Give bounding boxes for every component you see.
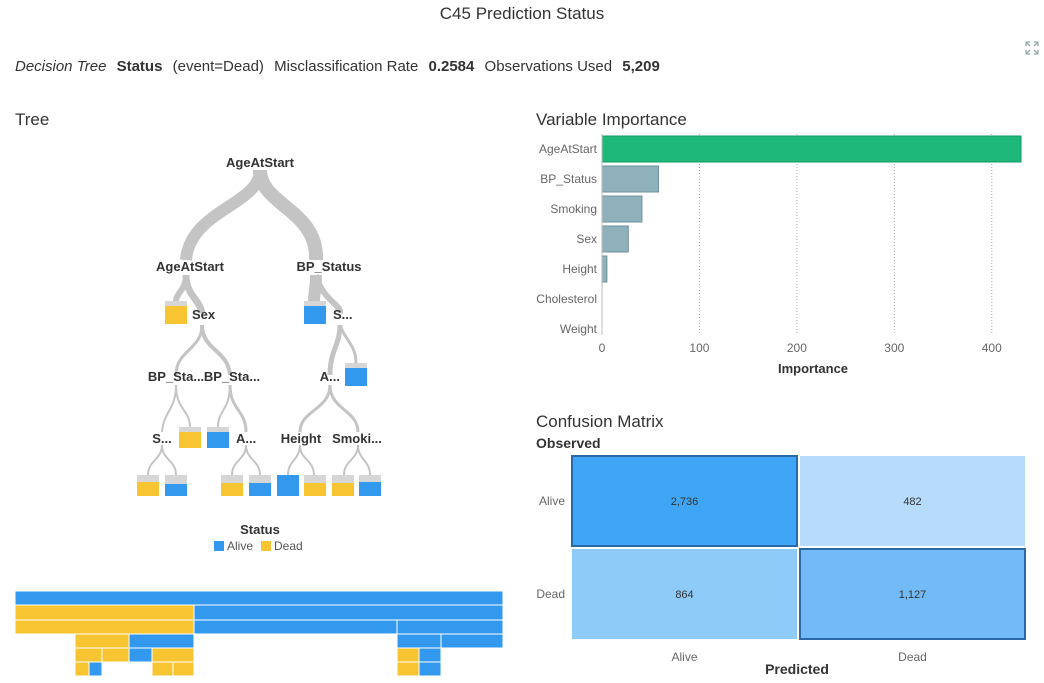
model-summary: Decision Tree Status (event=Dead) Miscla…	[15, 58, 666, 75]
vi-bar[interactable]	[601, 255, 608, 283]
leaf-alive	[345, 363, 367, 386]
cm-cell-value: 482	[903, 496, 921, 508]
legend-swatch-dead	[261, 541, 271, 551]
cm-col-label: Alive	[671, 650, 697, 664]
misclass-value: 0.2584	[428, 58, 475, 75]
event-level: (event=Dead)	[172, 58, 264, 75]
cm-observed-label: Observed	[536, 435, 601, 451]
maximize-icon[interactable]	[1022, 38, 1042, 58]
leaf-alive	[277, 475, 299, 496]
vi-category-label: AgeAtStart	[539, 142, 598, 156]
variable-importance-title: Variable Importance	[536, 110, 687, 129]
tree-title: Tree	[15, 110, 50, 129]
legend-label-alive: Alive	[227, 539, 253, 553]
obs-value: 5,209	[622, 58, 660, 75]
vi-category-label: Cholesterol	[536, 292, 597, 306]
tree-node-sex[interactable]: Sex	[192, 307, 216, 322]
legend-swatch-alive	[214, 541, 224, 551]
tree-node-height[interactable]: Height	[281, 431, 322, 446]
leaf-dead	[304, 475, 326, 496]
tree-node-s-right[interactable]: S...	[333, 307, 353, 322]
confusion-matrix-title: Confusion Matrix	[536, 412, 664, 431]
cm-cell[interactable]	[800, 456, 1025, 546]
obs-label: Observations Used	[484, 58, 613, 75]
legend-title: Status	[240, 522, 280, 537]
tree-node-bp-a[interactable]: BP_Sta...	[148, 369, 204, 384]
cm-cell[interactable]	[799, 548, 1026, 640]
vi-tick-label: 400	[982, 341, 1002, 355]
vi-category-label: BP_Status	[540, 172, 597, 186]
leaf-alive	[207, 427, 229, 448]
leaf-dead	[179, 427, 201, 448]
leaf-dead	[137, 475, 159, 496]
cm-col-label: Dead	[898, 650, 927, 664]
vi-bar[interactable]	[601, 195, 643, 223]
vi-tick-label: 200	[787, 341, 807, 355]
tree-node-l1-right[interactable]: BP_Status	[296, 259, 361, 274]
vi-x-axis-label: Importance	[778, 361, 848, 376]
leaf-dead	[221, 475, 243, 496]
tree-node-smoking[interactable]: Smoki...	[332, 431, 382, 446]
tree-node-a-mid[interactable]: A...	[236, 431, 256, 446]
cm-predicted-label: Predicted	[765, 661, 829, 677]
vi-category-label: Weight	[560, 322, 598, 336]
cm-cell[interactable]	[571, 455, 798, 547]
tree-node-s-left[interactable]: S...	[152, 431, 172, 446]
leaf-alive	[304, 301, 326, 324]
vi-bar[interactable]	[601, 135, 1022, 163]
vi-category-label: Height	[562, 262, 597, 276]
tree-node-bp-b[interactable]: BP_Sta...	[204, 369, 260, 384]
tree-node-l1-left[interactable]: AgeAtStart	[156, 259, 225, 274]
tree-legend: Status Alive Dead	[214, 522, 303, 553]
vi-tick-label: 100	[689, 341, 709, 355]
cm-row-label: Dead	[536, 587, 565, 601]
tree-node-a-right[interactable]: A...	[320, 369, 340, 384]
leaf-alive	[359, 475, 381, 496]
leaf-dead	[332, 475, 354, 496]
cm-row-label: Alive	[539, 494, 565, 508]
cm-cell-value: 864	[675, 589, 693, 601]
report-title: C45 Prediction Status	[439, 4, 605, 23]
vi-category-label: Sex	[576, 232, 597, 246]
vi-tick-label: 0	[599, 341, 606, 355]
cm-cell-value: 1,127	[899, 589, 927, 601]
legend-label-dead: Dead	[274, 539, 303, 553]
vi-bar[interactable]	[601, 165, 660, 193]
leaf-alive	[165, 475, 187, 496]
misclass-label: Misclassification Rate	[274, 58, 419, 75]
decision-tree[interactable]: AgeAtStart AgeAtStart BP_Status Sex S...…	[0, 135, 520, 565]
tree-leaves[interactable]	[137, 301, 381, 496]
vi-category-label: Smoking	[550, 202, 597, 216]
leaf-alive	[249, 475, 271, 496]
cm-cell[interactable]	[572, 549, 797, 639]
tree-node-root[interactable]: AgeAtStart	[226, 155, 295, 170]
model-type: Decision Tree	[15, 58, 107, 75]
target-variable: Status	[116, 58, 163, 75]
vi-bar[interactable]	[601, 225, 629, 253]
cm-cell-value: 2,736	[671, 496, 699, 508]
variable-importance-chart[interactable]: AgeAtStartBP_StatusSmokingSexHeightChole…	[530, 130, 1030, 380]
tree-overview[interactable]	[0, 585, 520, 680]
leaf-dead	[165, 301, 187, 324]
vi-tick-label: 300	[884, 341, 904, 355]
